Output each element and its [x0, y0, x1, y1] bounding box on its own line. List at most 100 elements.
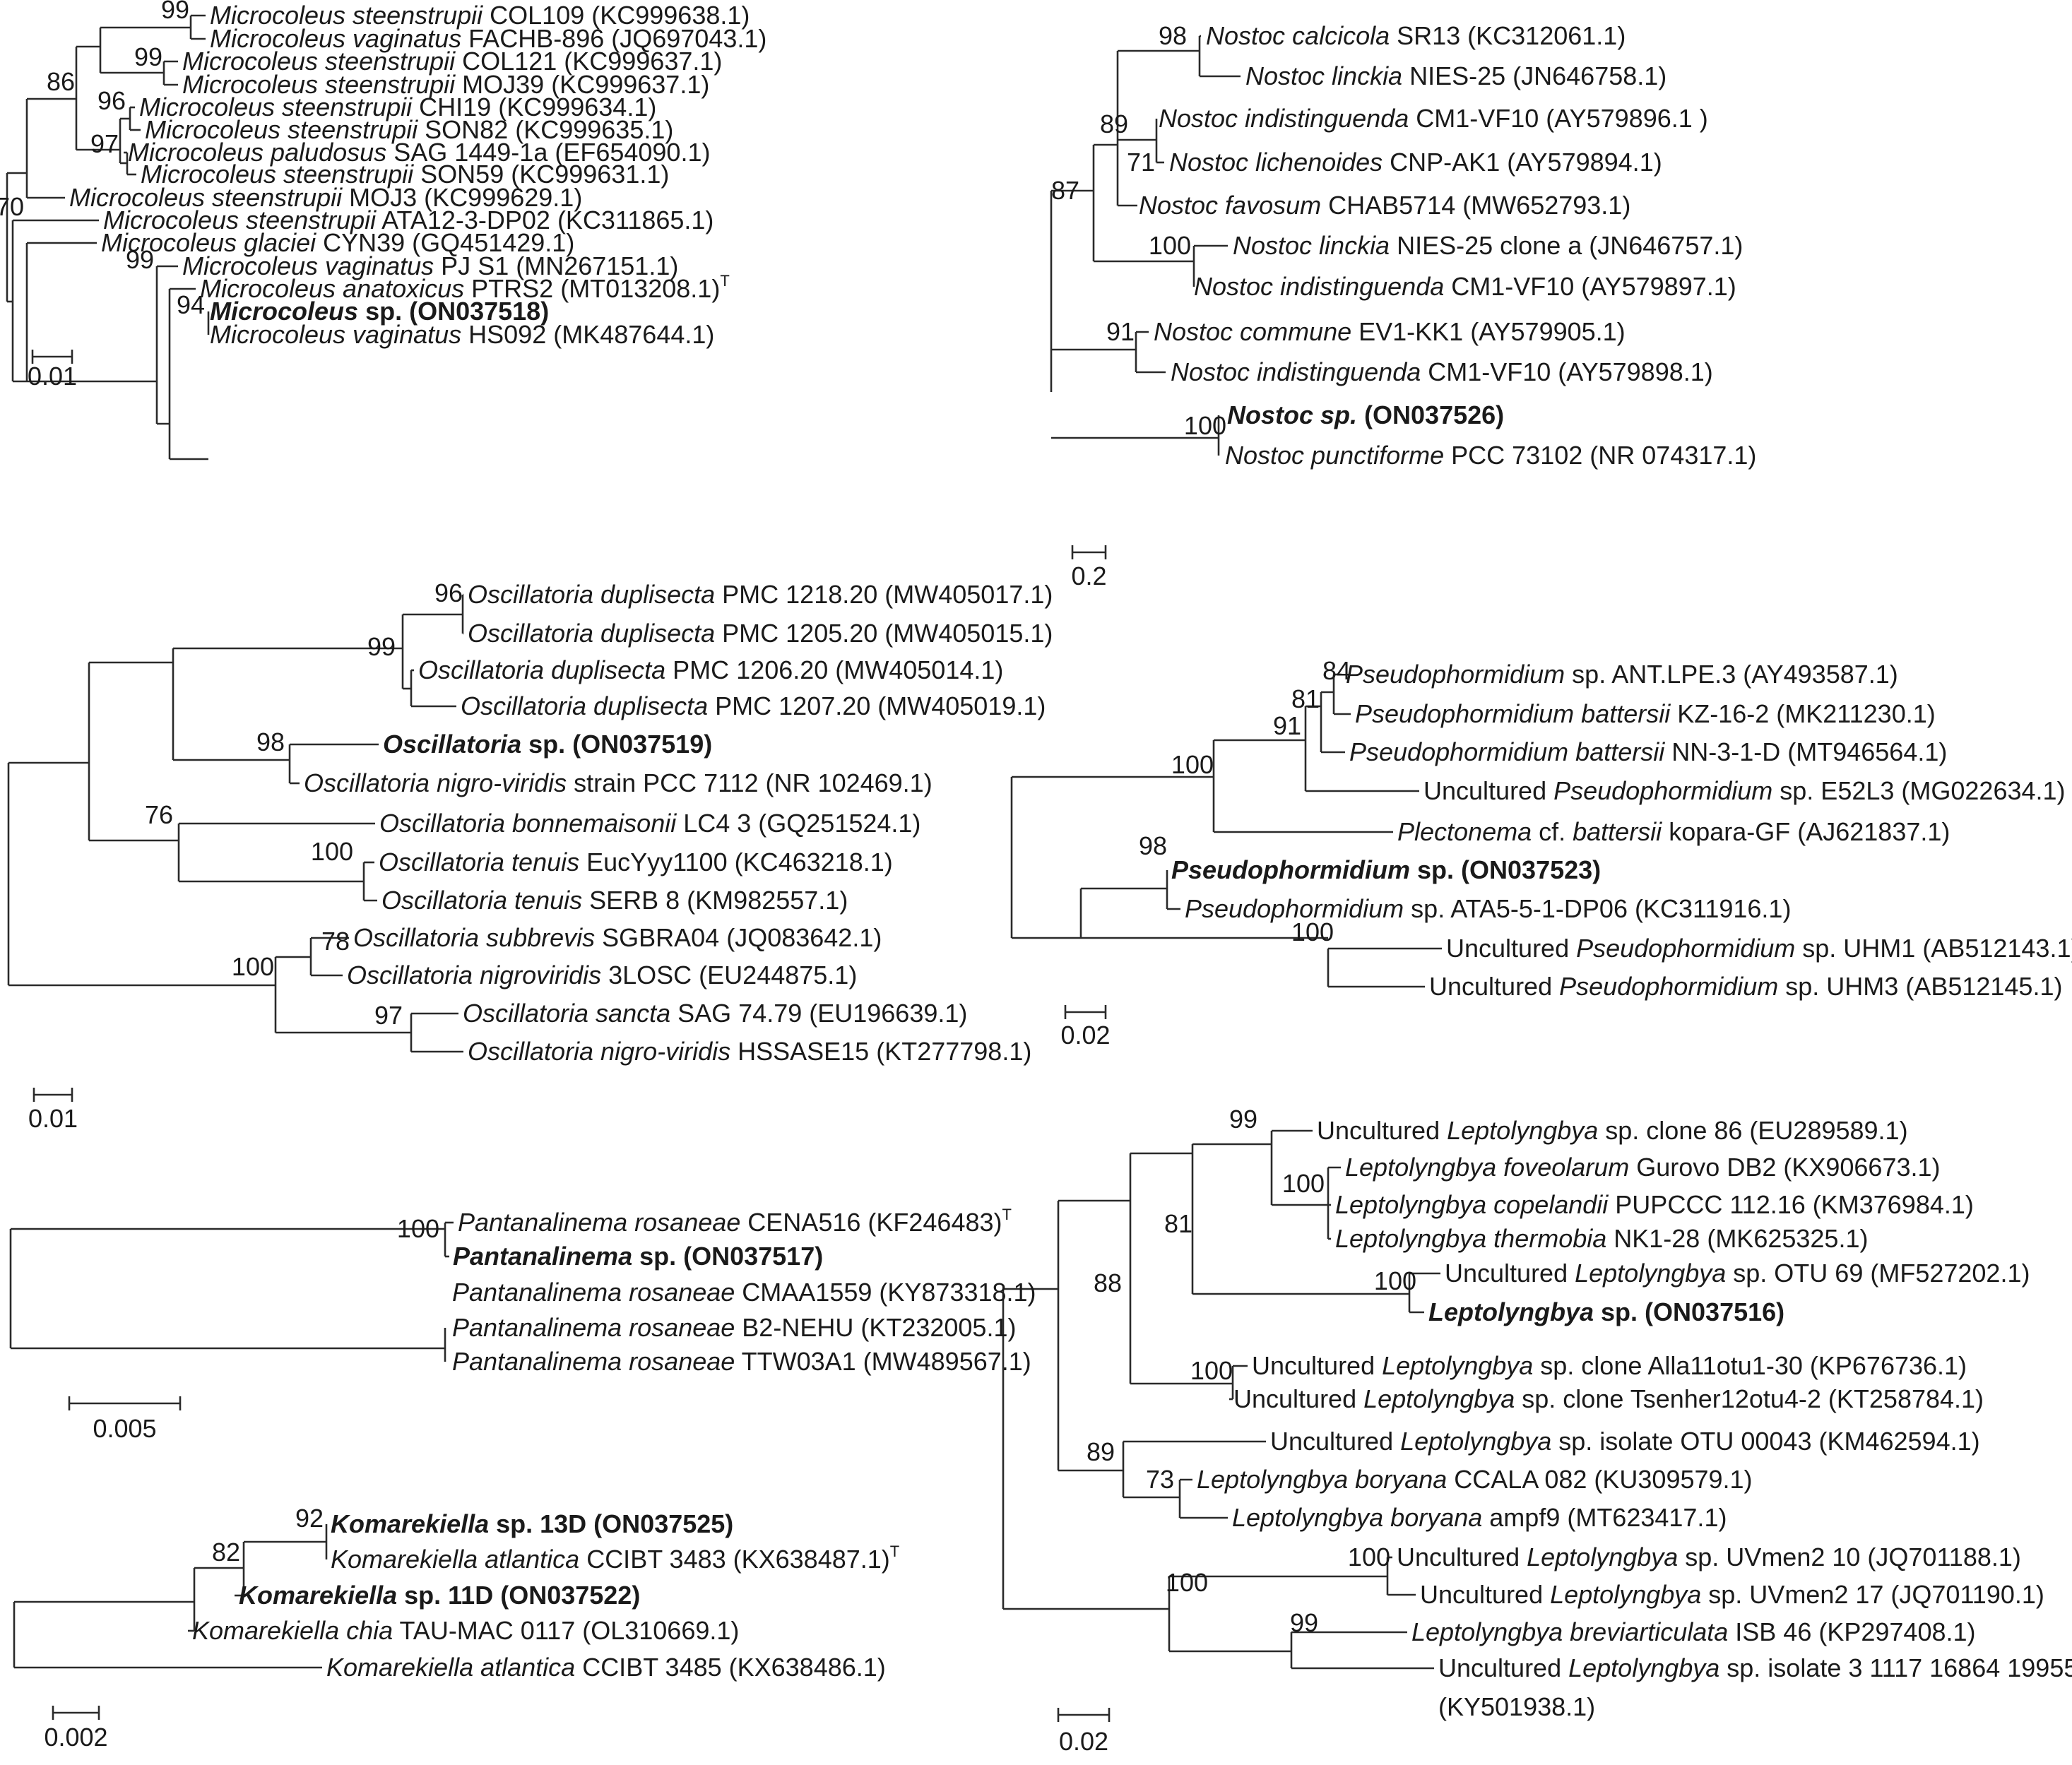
bootstrap-value: 98 [1159, 21, 1187, 50]
bootstrap-value: 89 [1087, 1437, 1115, 1466]
bootstrap-value: 100 [232, 952, 274, 981]
bootstrap-value: 81 [1291, 684, 1320, 713]
taxon-label: Komarekiella atlantica CCIBT 3485 (KX638… [326, 1653, 886, 1682]
taxon-label: Nostoc lichenoides CNP-AK1 (AY579894.1) [1169, 148, 1662, 177]
taxon-label: Microcoleus steenstrupii MOJ3 (KC999629.… [69, 183, 582, 212]
taxon-label: Pantanalinema rosaneae TTW03A1 (MW489567… [452, 1347, 1031, 1376]
bootstrap-value: 100 [1348, 1543, 1390, 1571]
taxon-label: Oscillatoria duplisecta PMC 1206.20 (MW4… [418, 655, 1003, 684]
taxon-label: Nostoc commune EV1-KK1 (AY579905.1) [1154, 317, 1626, 346]
taxon-label: Microcoleus anatoxicus PTRS2 (MT013208.1… [200, 272, 730, 303]
taxon-label: Microcoleus paludosus SAG 1449-1a (EF654… [128, 138, 710, 167]
taxon-label: Nostoc favosum CHAB5714 (MW652793.1) [1139, 191, 1630, 220]
bootstrap-value: 100 [397, 1214, 439, 1243]
taxon-label: Komarekiella sp. 13D (ON037525) [331, 1509, 733, 1538]
taxon-label: Leptolyngbya boryana ampf9 (MT623417.1) [1232, 1503, 1727, 1532]
bootstrap-value: 91 [1106, 317, 1135, 346]
bootstrap-value: 76 [145, 800, 173, 829]
taxon-label: (KY501938.1) [1438, 1692, 1595, 1721]
taxon-label: Nostoc calcicola SR13 (KC312061.1) [1206, 21, 1626, 50]
taxon-label: Nostoc sp. (ON037526) [1227, 400, 1504, 429]
taxon-label: Oscillatoria sancta SAG 74.79 (EU196639.… [463, 999, 967, 1028]
tree-branches [6, 14, 1442, 1722]
taxon-label: Oscillatoria tenuis SERB 8 (KM982557.1) [381, 886, 848, 915]
taxon-label: Oscillatoria subbrevis SGBRA04 (JQ083642… [353, 923, 882, 952]
bootstrap-value: 100 [1282, 1169, 1325, 1198]
taxon-label: Komarekiella chia TAU-MAC 0117 (OL310669… [192, 1616, 739, 1645]
bootstrap-value: 96 [434, 578, 463, 607]
taxon-label: Leptolyngbya sp. (ON037516) [1428, 1297, 1784, 1326]
bootstrap-value: 91 [1273, 711, 1301, 740]
bootstrap-value: 78 [321, 927, 350, 956]
taxon-label: Pantanalinema sp. (ON037517) [453, 1242, 823, 1271]
taxon-label: Microcoleus vaginatus PJ S1 (MN267151.1) [182, 251, 678, 280]
taxon-label: Oscillatoria nigro-viridis HSSASE15 (KT2… [468, 1037, 1031, 1066]
bootstrap-value: 70 [0, 192, 24, 221]
taxon-label: Nostoc linckia NIES-25 clone a (JN646757… [1233, 231, 1743, 260]
taxon-label: Microcoleus vaginatus HS092 (MK487644.1) [210, 320, 714, 349]
taxon-label: Nostoc indistinguenda CM1-VF10 (AY579898… [1171, 357, 1713, 386]
taxon-label: Pseudophormidium sp. ATA5-5-1-DP06 (KC31… [1185, 894, 1791, 923]
bootstrap-value: 97 [374, 1001, 403, 1030]
taxon-label: Microcoleus steenstrupii SON59 (KC999631… [141, 160, 669, 189]
bootstrap-value: 82 [212, 1538, 240, 1567]
taxon-label: Uncultured Leptolyngbya sp. UVmen2 10 (J… [1397, 1543, 2021, 1571]
taxon-label: Uncultured Leptolyngbya sp. isolate 3 11… [1438, 1653, 2072, 1682]
taxon-label: Uncultured Leptolyngbya sp. clone Alla11… [1252, 1351, 1967, 1380]
taxon-label: Microcoleus sp. (ON037518) [210, 297, 549, 326]
bootstrap-value: 100 [1166, 1568, 1208, 1597]
taxon-label: Pseudophormidium battersii NN-3-1-D (MT9… [1349, 737, 1947, 766]
taxon-label: Uncultured Pseudophormidium sp. UHM1 (AB… [1446, 934, 2072, 963]
bootstrap-value: 99 [161, 0, 189, 24]
bootstrap-value: 100 [311, 837, 353, 866]
taxon-label: Nostoc indistinguenda CM1-VF10 (AY579897… [1194, 272, 1736, 301]
taxon-label: Uncultured Leptolyngbya sp. clone 86 (EU… [1317, 1116, 1908, 1145]
scale-bar-label: 0.02 [1060, 1021, 1110, 1050]
bootstrap-value: 99 [1290, 1608, 1318, 1637]
scale-bar-label: 0.01 [28, 1104, 78, 1133]
taxon-label: Pantanalinema rosaneae CMAA1559 (KY87331… [452, 1278, 1036, 1307]
bootstrap-value: 100 [1149, 231, 1191, 260]
bootstrap-value: 100 [1291, 917, 1334, 946]
taxon-label: Nostoc indistinguenda CM1-VF10 (AY579896… [1159, 104, 1708, 133]
taxon-label: Oscillatoria duplisecta PMC 1207.20 (MW4… [461, 691, 1046, 720]
taxon-label: Nostoc linckia NIES-25 (JN646758.1) [1245, 61, 1667, 90]
taxon-label: Komarekiella sp. 11D (ON037522) [239, 1581, 640, 1610]
taxon-label: Leptolyngbya thermobia NK1-28 (MK625325.… [1335, 1224, 1868, 1253]
taxon-label: Microcoleus steenstrupii COL121 (KC99963… [182, 47, 722, 76]
taxon-label: Oscillatoria tenuis EucYyy1100 (KC463218… [379, 848, 893, 876]
taxon-label: Uncultured Leptolyngbya sp. isolate OTU … [1270, 1427, 1980, 1456]
bootstrap-value: 96 [97, 86, 126, 115]
scale-bar-label: 0.02 [1059, 1727, 1108, 1756]
bootstrap-value: 94 [177, 290, 205, 319]
bootstrap-value: 98 [1139, 831, 1167, 860]
taxon-label: Uncultured Leptolyngbya sp. OTU 69 (MF52… [1445, 1259, 2030, 1288]
bootstrap-value: 71 [1127, 148, 1155, 177]
bootstrap-value: 84 [1322, 656, 1351, 685]
bootstrap-value: 87 [1051, 176, 1079, 205]
taxon-label: Oscillatoria nigro-viridis strain PCC 71… [304, 768, 933, 797]
taxon-label: Pseudophormidium battersii KZ-16-2 (MK21… [1355, 699, 1936, 728]
taxon-label: Leptolyngbya copelandii PUPCCC 112.16 (K… [1335, 1190, 1974, 1219]
bootstrap-value: 99 [1229, 1105, 1257, 1134]
taxon-label: Leptolyngbya breviarticulata ISB 46 (KP2… [1411, 1617, 1976, 1646]
taxon-label: Oscillatoria nigroviridis 3LOSC (EU24487… [347, 961, 857, 990]
taxon-label: Microcoleus glaciei CYN39 (GQ451429.1) [101, 228, 574, 257]
bootstrap-value: 92 [295, 1504, 324, 1533]
bootstrap-value: 99 [367, 632, 396, 661]
scale-bar-label: 0.002 [44, 1723, 107, 1752]
bootstrap-value: 99 [134, 42, 162, 71]
taxon-label: Uncultured Leptolyngbya sp. clone Tsenhe… [1233, 1384, 1984, 1413]
taxon-label: Pseudophormidium sp. ANT.LPE.3 (AY493587… [1346, 660, 1898, 689]
bootstrap-value: 100 [1374, 1266, 1416, 1295]
bootstrap-value: 86 [47, 67, 75, 96]
taxon-label: Oscillatoria duplisecta PMC 1205.20 (MW4… [468, 619, 1053, 648]
scale-bar-label: 0.01 [28, 362, 77, 391]
bootstrap-value: 88 [1094, 1268, 1122, 1297]
taxon-label: Oscillatoria sp. (ON037519) [383, 730, 712, 759]
bootstrap-value: 99 [126, 245, 154, 274]
bootstrap-value: 89 [1100, 109, 1128, 138]
taxon-label: Uncultured Pseudophormidium sp. E52L3 (M… [1423, 776, 2066, 805]
scale-bar-label: 0.2 [1071, 561, 1106, 590]
